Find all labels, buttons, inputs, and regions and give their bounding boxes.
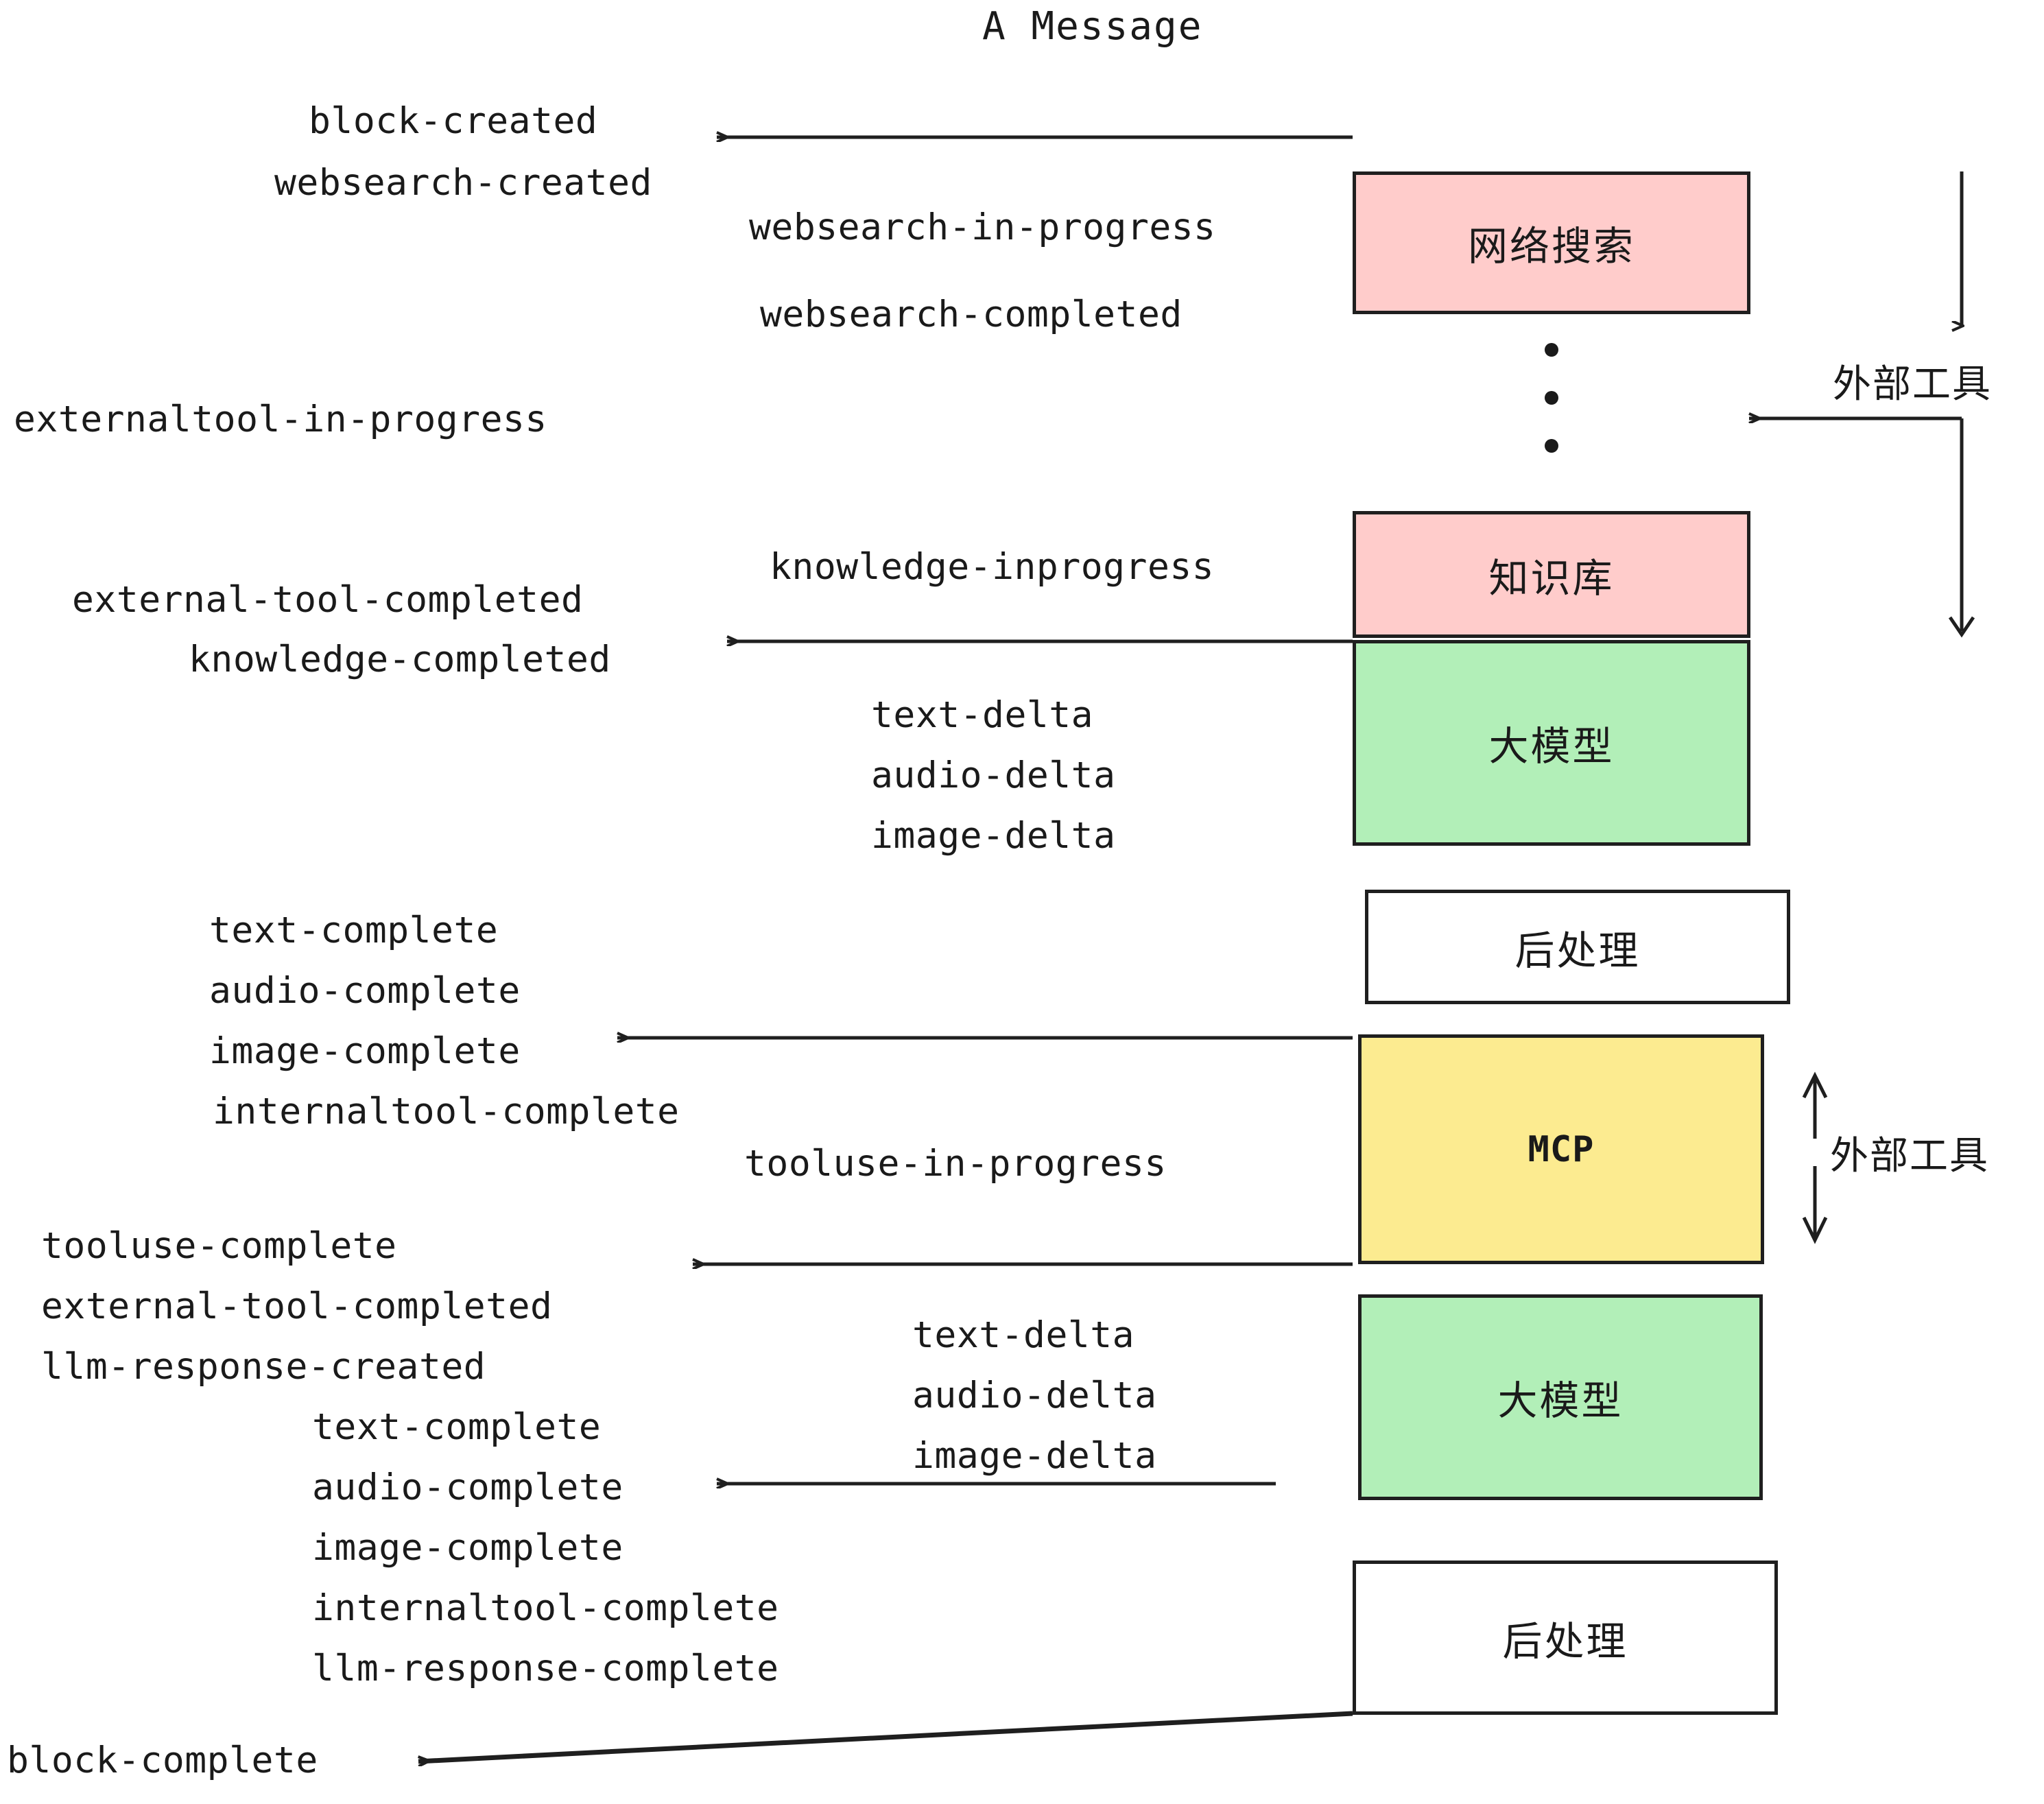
event-text-complete-2: text-complete: [312, 1406, 602, 1448]
event-block-created: block-created: [309, 100, 598, 142]
event-audio-delta-2: audio-delta: [912, 1375, 1157, 1416]
event-externaltool-in-progress: externaltool-in-progress: [14, 399, 547, 440]
ellipsis-dot: [1545, 343, 1558, 357]
event-audio-complete-1: audio-complete: [209, 970, 521, 1012]
group-label-external-tools-top: 外部工具: [1833, 362, 1992, 407]
event-websearch-created: websearch-created: [274, 162, 652, 204]
diagram-title: A Message: [982, 4, 1203, 49]
external-tools-arrowhead-top-down: [1948, 616, 1975, 638]
box-llm-2-label: 大模型: [1497, 1377, 1624, 1424]
event-image-delta-1: image-delta: [871, 815, 1116, 857]
event-websearch-in-progress: websearch-in-progress: [749, 206, 1216, 248]
ellipsis-dot: [1545, 439, 1558, 453]
box-postprocess-1[interactable]: 后处理: [1365, 890, 1790, 1004]
box-llm-2[interactable]: 大模型: [1358, 1294, 1763, 1500]
box-websearch[interactable]: 网络搜索: [1353, 171, 1750, 314]
group-label-external-tools-bottom: 外部工具: [1830, 1134, 1989, 1178]
box-postprocess-1-label: 后处理: [1514, 927, 1641, 974]
event-internaltool-complete-2: internaltool-complete: [312, 1587, 779, 1629]
event-external-tool-completed-1: external-tool-completed: [72, 579, 584, 621]
event-tooluse-complete: tooluse-complete: [41, 1225, 397, 1267]
event-image-complete-2: image-complete: [312, 1527, 623, 1569]
event-internaltool-complete-1: internaltool-complete: [213, 1091, 680, 1132]
event-llm-response-complete: llm-response-complete: [312, 1648, 779, 1689]
event-image-delta-2: image-delta: [912, 1435, 1157, 1477]
event-text-complete-1: text-complete: [209, 910, 499, 951]
event-text-delta-1: text-delta: [871, 694, 1094, 736]
ellipsis-dot: [1545, 391, 1558, 405]
external-tools-arrowhead-bottom-down: [1802, 1216, 1828, 1244]
event-websearch-completed: websearch-completed: [760, 294, 1183, 335]
box-mcp[interactable]: MCP: [1358, 1034, 1764, 1264]
event-tooluse-in-progress: tooluse-in-progress: [744, 1143, 1167, 1185]
box-llm-1-label: 大模型: [1488, 723, 1615, 770]
box-llm-1[interactable]: 大模型: [1353, 640, 1750, 846]
event-audio-complete-2: audio-complete: [312, 1467, 623, 1508]
box-mcp-label: MCP: [1528, 1128, 1595, 1170]
ellipsis-dots: [1545, 343, 1558, 453]
external-tools-arrowhead-bottom-up: [1802, 1071, 1828, 1099]
box-postprocess-2-label: 后处理: [1502, 1617, 1628, 1665]
event-llm-response-created: llm-response-created: [41, 1346, 486, 1388]
box-knowledge-label: 知识库: [1488, 554, 1615, 602]
event-knowledge-inprogress: knowledge-inprogress: [770, 546, 1215, 588]
event-external-tool-completed-2: external-tool-completed: [41, 1285, 553, 1327]
event-block-complete: block-complete: [7, 1740, 318, 1781]
box-knowledge[interactable]: 知识库: [1353, 511, 1750, 638]
event-audio-delta-1: audio-delta: [871, 755, 1116, 796]
event-image-complete-1: image-complete: [209, 1030, 521, 1072]
event-text-delta-2: text-delta: [912, 1314, 1135, 1356]
event-knowledge-completed: knowledge-completed: [189, 639, 611, 680]
box-postprocess-2[interactable]: 后处理: [1353, 1560, 1778, 1715]
box-websearch-label: 网络搜索: [1467, 223, 1635, 270]
arrow-postprocess2-to-blockcomplete: [418, 1711, 1353, 1761]
